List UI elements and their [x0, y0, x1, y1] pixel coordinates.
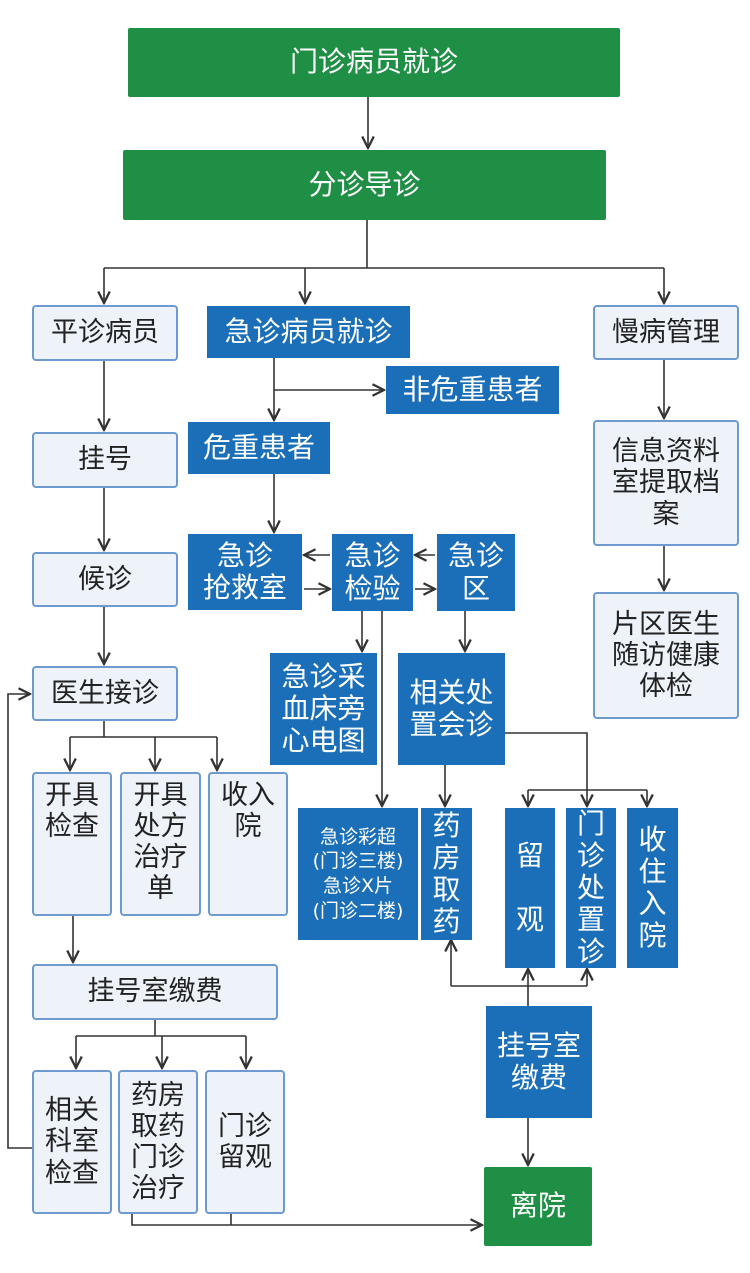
open-prescription-node: 开具 处方 治疗 单 [120, 772, 201, 916]
register-pay-node: 挂号室缴费 [32, 964, 278, 1020]
er-area-node: 急诊 区 [437, 534, 515, 611]
critical-node: 危重患者 [188, 422, 330, 474]
admit-node: 收入 院 [208, 772, 288, 916]
district-doctor-node: 片区医生 随访健康 体检 [593, 592, 739, 719]
open-exam-node: 开具 检查 [32, 772, 112, 916]
discharge-node: 离院 [484, 1167, 592, 1246]
er-pharmacy-node: 药 房 取 药 [421, 808, 472, 940]
er-treatment-node: 门 诊 处 置 诊 [566, 807, 616, 968]
non-critical-node: 非危重患者 [386, 366, 559, 414]
er-blood-ecg-node: 急诊采 血床旁 心电图 [270, 653, 377, 765]
register-node: 挂号 [32, 432, 178, 488]
er-imaging-node: 急诊彩超 (门诊三楼) 急诊X片 (门诊二楼) [298, 808, 418, 940]
er-lab-test-node: 急诊 检验 [332, 534, 413, 611]
register-pay-er-node: 挂号室 缴费 [486, 1006, 592, 1118]
chronic-management-node: 慢病管理 [593, 305, 739, 360]
related-consult-node: 相关处 置会诊 [398, 653, 505, 765]
ordinary-patient-node: 平诊病员 [32, 305, 178, 361]
triage-node: 分诊导诊 [123, 150, 606, 220]
emergency-visit-node: 急诊病员就诊 [207, 306, 410, 358]
outpatient-observation-node: 门诊 留观 [205, 1070, 285, 1214]
pharmacy-treatment-node: 药房 取药 门诊 治疗 [118, 1070, 198, 1214]
doctor-consult-node: 医生接诊 [32, 666, 178, 721]
er-rescue-room-node: 急诊 抢救室 [188, 534, 302, 610]
outpatient-visit-node: 门诊病员就诊 [128, 28, 620, 97]
hospitalize-node: 收 住 入 院 [627, 808, 678, 968]
waiting-node: 候诊 [32, 552, 178, 607]
info-room-node: 信息资料 室提取档 案 [593, 420, 739, 546]
dept-exam-node: 相关 科室 检查 [32, 1070, 112, 1214]
observation-node: 留 观 [505, 808, 555, 968]
